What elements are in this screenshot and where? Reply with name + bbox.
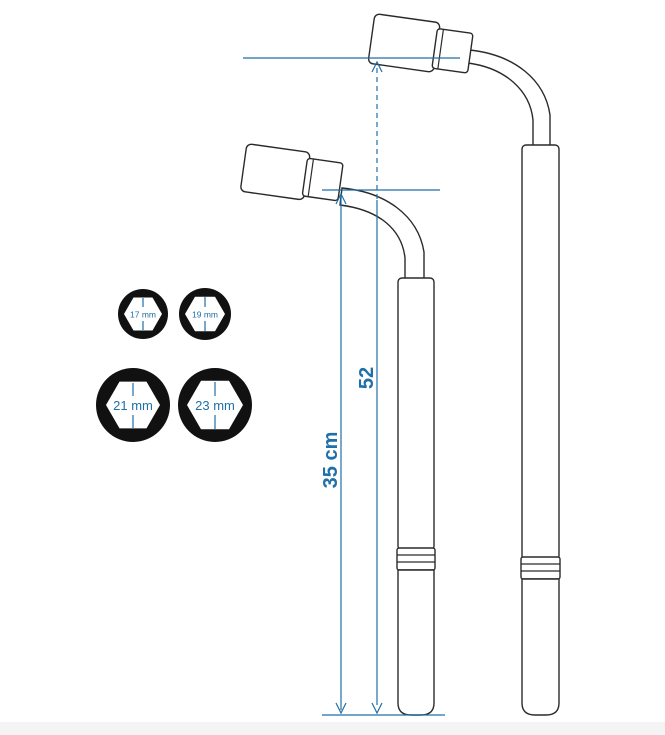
dimension-lines: 52 35 cm [243, 57, 460, 716]
long-dimension-arrow-bottom [371, 702, 383, 715]
tall-wrench-shaft [521, 144, 560, 561]
tall-wrench-socket-head [367, 13, 474, 74]
floor-strip [0, 722, 665, 735]
socket-17mm-label: 17 mm [130, 310, 156, 320]
socket-21mm: 21 mm [96, 368, 170, 442]
short-dimension-arrow-top [335, 192, 347, 205]
socket-23mm: 23 mm [178, 368, 252, 442]
socket-17mm: 17 mm [118, 289, 168, 339]
short-wrench-neck [339, 187, 425, 283]
long-dimension-arrow-top [371, 60, 383, 73]
short-wrench [240, 143, 436, 716]
short-wrench-socket-head [240, 143, 344, 202]
long-length-label: 52 [356, 367, 378, 389]
short-wrench-grip-band [396, 547, 436, 571]
socket-21mm-label: 21 mm [113, 398, 153, 413]
socket-23mm-label: 23 mm [195, 398, 235, 413]
tall-wrench-neck [467, 49, 551, 151]
tall-wrench-handle [521, 578, 560, 716]
socket-19mm-label: 19 mm [192, 310, 218, 320]
socket-19mm: 19 mm [179, 288, 231, 340]
socket-sizes: 17 mm 19 mm 21 mm 23 mm [96, 288, 252, 442]
short-wrench-shaft [397, 277, 435, 551]
tall-wrench [367, 13, 561, 716]
tall-wrench-grip-band [520, 556, 561, 580]
short-dimension-arrow-bottom [335, 702, 347, 715]
short-length-label: 35 cm [320, 432, 342, 489]
short-wrench-handle [397, 569, 435, 716]
